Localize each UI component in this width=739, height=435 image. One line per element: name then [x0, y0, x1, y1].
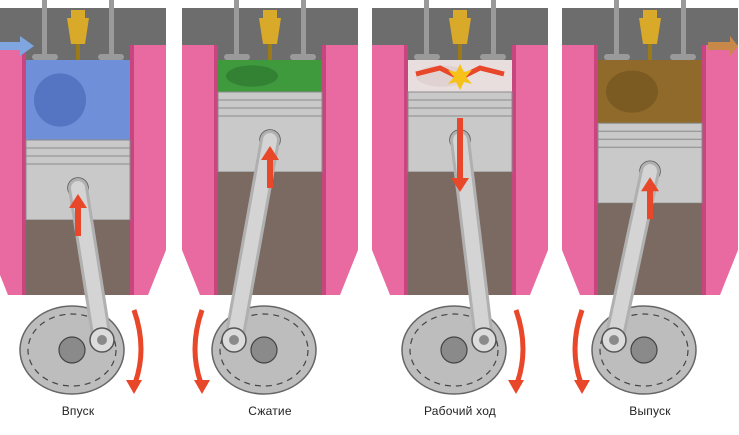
cylinder-wall-right	[702, 45, 738, 295]
piston-motion-arrowhead	[69, 194, 87, 208]
caption-exhaust: Выпуск	[629, 404, 671, 418]
intake-flow-arrow	[0, 42, 20, 50]
cylinder-liner-left	[594, 45, 598, 295]
crank-rotation-arrow	[192, 309, 205, 387]
connecting-rod-face	[453, 133, 491, 347]
cylinder-liner-left	[404, 45, 408, 295]
cylinder-wall-left	[372, 45, 408, 295]
cylinder-wall-left	[562, 45, 598, 295]
crank-path-dashed	[599, 313, 689, 387]
crank-rotation-arrow	[572, 309, 585, 387]
crank-rotation-arrowhead	[194, 380, 210, 394]
crankshaft-journal	[630, 336, 658, 364]
exhaust-valve-head	[98, 54, 124, 60]
spark-plug-cap	[643, 10, 657, 18]
cylinder-liner-right	[130, 45, 134, 295]
charge-swirl	[226, 65, 278, 87]
piston-motion-arrowhead	[641, 177, 659, 192]
stroke-panel-1	[0, 0, 166, 395]
cylinder-wall-right	[322, 45, 358, 295]
crank-path-dashed	[409, 313, 499, 387]
crankshaft-journal	[440, 336, 468, 364]
spark-plug-tip	[648, 44, 652, 60]
crank-rotation-arrowhead	[508, 380, 524, 394]
caption-compression: Сжатие	[248, 404, 292, 418]
cylinder-wall-right	[512, 45, 548, 295]
intake-valve-head	[224, 54, 250, 60]
intake-valve-stem	[234, 0, 239, 58]
intake-valve-stem	[614, 0, 619, 58]
crank-rotation-arrowhead	[126, 380, 142, 394]
exhaust-flow-arrowhead	[730, 36, 738, 56]
exhaust-valve-stem	[491, 0, 496, 58]
caption-power-stroke: Рабочий ход	[423, 404, 497, 418]
crank-rotation-arrowhead	[574, 380, 590, 394]
spark-plug-tip	[268, 44, 272, 60]
crank-pin-bore	[229, 335, 239, 345]
spark-plug-body	[259, 18, 281, 44]
spark-plug-body	[639, 18, 661, 44]
exhaust-valve-head	[670, 54, 696, 60]
crank-path-dashed	[219, 313, 309, 387]
piston-motion-arrowhead	[261, 146, 279, 160]
exhaust-valve-stem	[301, 0, 306, 58]
intake-valve-head	[32, 54, 58, 60]
spark-plug-body	[449, 18, 471, 44]
stroke-panel-2	[182, 0, 358, 395]
spark-plug-cap	[453, 10, 467, 18]
crank-pin-bore	[479, 335, 489, 345]
connecting-rod-face	[607, 164, 657, 347]
cylinder-wall-left	[182, 45, 218, 295]
exhaust-valve-stem	[681, 0, 686, 58]
cylinder-wall-right	[130, 45, 166, 295]
caption-intake: Впуск	[61, 404, 95, 418]
cylinder-liner-right	[512, 45, 516, 295]
charge-swirl	[34, 73, 86, 127]
exhaust-valve-head	[480, 54, 506, 60]
charge-swirl	[606, 70, 658, 113]
exhaust-valve-stem	[109, 0, 114, 58]
spark-plug-cap	[71, 10, 85, 18]
intake-flow-arrowhead	[20, 36, 34, 56]
spark-plug-tip	[458, 44, 462, 60]
intake-valve-head	[414, 54, 440, 60]
crankshaft-journal	[250, 336, 278, 364]
intake-valve-head	[604, 54, 630, 60]
exhaust-valve-head	[290, 54, 316, 60]
crank-pin-bore	[609, 335, 619, 345]
piston-motion-arrowhead	[451, 178, 469, 192]
cylinder-liner-left	[214, 45, 218, 295]
cylinder-wall-left	[0, 45, 26, 295]
spark-plug-cap	[263, 10, 277, 18]
crank-rotation-arrow	[513, 309, 526, 387]
exhaust-flow-arrow	[708, 42, 730, 50]
crank-path-dashed	[27, 313, 117, 387]
spark-plug-body	[67, 18, 89, 44]
cylinder-liner-left	[22, 45, 26, 295]
crank-pin-bore	[97, 335, 107, 345]
connecting-rod-face	[227, 133, 277, 347]
intake-valve-stem	[42, 0, 47, 58]
crank-rotation-arrow	[131, 309, 144, 387]
cylinder-liner-right	[702, 45, 706, 295]
connecting-rod-face	[71, 181, 109, 347]
stroke-panel-4	[562, 0, 738, 395]
spark-plug-tip	[76, 44, 80, 60]
spark-star	[448, 64, 472, 90]
stroke-panel-3	[372, 0, 548, 395]
crankshaft-journal	[58, 336, 86, 364]
intake-valve-stem	[424, 0, 429, 58]
cylinder-liner-right	[322, 45, 326, 295]
